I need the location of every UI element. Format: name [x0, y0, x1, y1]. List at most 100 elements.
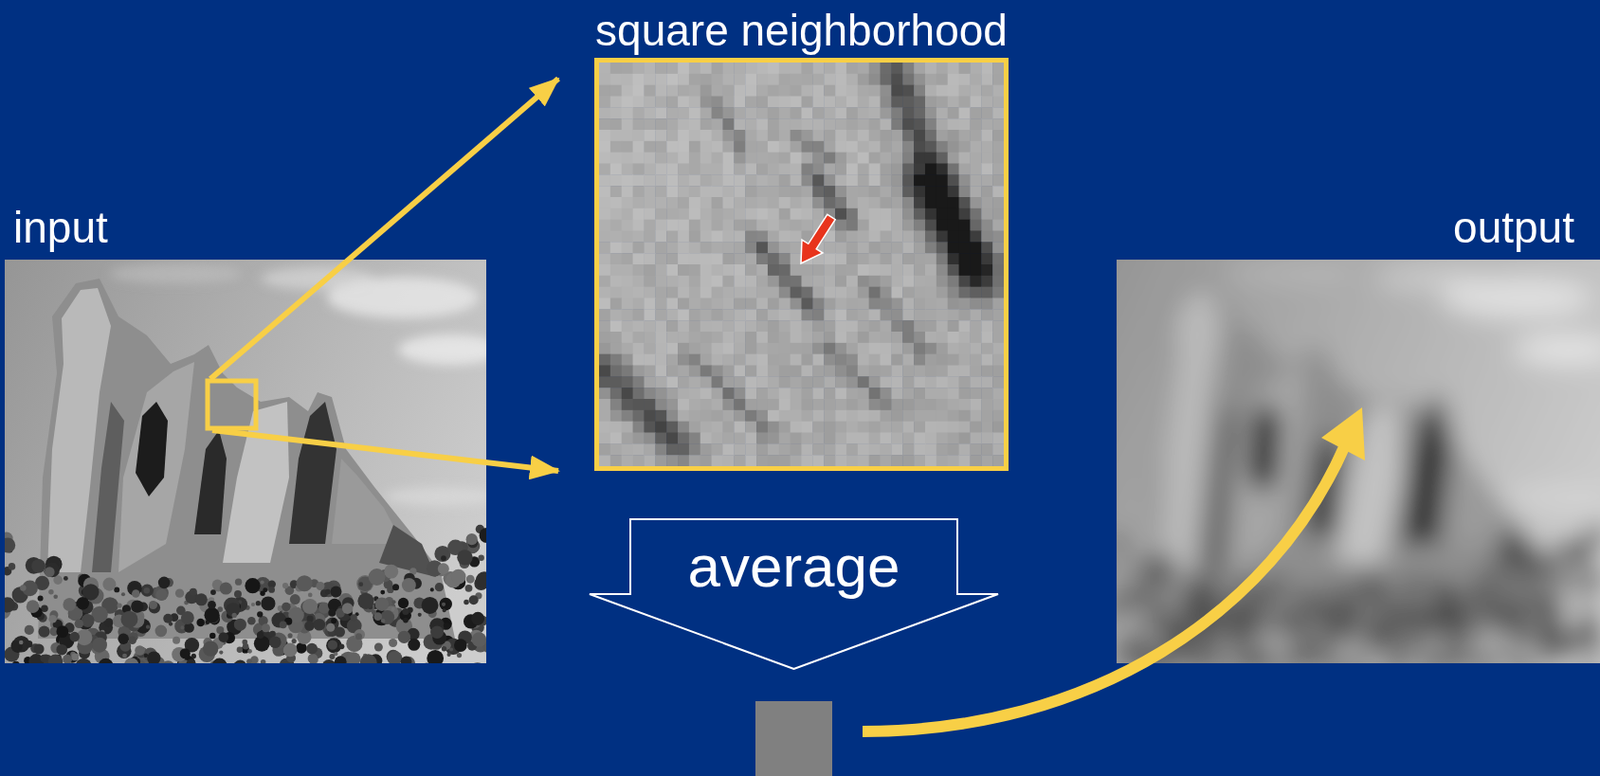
pixel: [846, 197, 858, 209]
pixel: [621, 62, 634, 74]
pixel: [925, 129, 937, 142]
pixel: [959, 376, 971, 388]
pixel: [846, 275, 858, 288]
pixel: [621, 287, 634, 299]
pixel: [857, 152, 870, 164]
pixel: [689, 231, 701, 243]
pixel: [745, 376, 757, 388]
pixel: [969, 208, 982, 220]
pixel: [925, 152, 937, 164]
pixel: [902, 343, 914, 355]
pixel: [677, 320, 690, 332]
pixel: [913, 197, 926, 209]
pixel: [959, 410, 971, 422]
pixel: [846, 365, 858, 378]
pixel: [722, 219, 734, 232]
pixel: [779, 107, 791, 119]
pixel: [677, 241, 690, 254]
pixel: [677, 231, 690, 243]
pixel: [947, 253, 960, 265]
pixel: [959, 309, 971, 321]
pixel: [621, 231, 634, 243]
pixel: [902, 433, 914, 445]
pixel: [722, 208, 734, 220]
pixel: [857, 275, 870, 288]
pixel: [767, 163, 780, 176]
pixel: [959, 152, 971, 164]
pixel: [801, 443, 814, 455]
pixel: [959, 287, 971, 299]
pixel: [610, 320, 622, 332]
pixel: [654, 343, 667, 355]
pixel: [835, 208, 847, 220]
pixel: [959, 96, 971, 109]
pixel: [643, 264, 655, 276]
input-photo: [4, 259, 487, 664]
pixel: [790, 107, 802, 119]
pixel: [643, 298, 655, 310]
pixel: [913, 208, 926, 220]
pixel: [936, 219, 948, 232]
pixel: [633, 275, 645, 288]
pixel: [756, 174, 768, 186]
pixel: [700, 253, 712, 265]
pixel: [869, 443, 881, 455]
pixel: [857, 454, 870, 467]
pixel: [846, 376, 858, 388]
pixel: [733, 96, 746, 109]
pixel: [599, 287, 611, 299]
pixel: [857, 118, 870, 130]
pixel: [599, 129, 611, 142]
pixel: [947, 185, 960, 198]
pixel: [992, 185, 1004, 198]
pixel: [711, 96, 724, 109]
pixel: [846, 343, 858, 355]
pixel: [666, 73, 678, 86]
pixel: [779, 253, 791, 265]
curved-arrow-head: [1321, 407, 1365, 461]
pixel: [857, 264, 870, 276]
pixel: [835, 163, 847, 176]
pixel: [779, 309, 791, 321]
pixel: [677, 365, 690, 378]
pixel: [913, 376, 926, 388]
pixel: [633, 287, 645, 299]
pixel: [835, 118, 847, 130]
pixel: [633, 241, 645, 254]
pixel: [633, 421, 645, 434]
pixel: [846, 129, 858, 142]
pixel: [779, 399, 791, 411]
pixel: [936, 73, 948, 86]
pixel: [654, 129, 667, 142]
pixel: [835, 197, 847, 209]
pixel: [947, 141, 960, 153]
pixel: [925, 174, 937, 186]
pixel: [835, 264, 847, 276]
pixel: [835, 376, 847, 388]
pixel: [902, 421, 914, 434]
pixel: [981, 96, 993, 109]
pixel: [689, 376, 701, 388]
pixel: [779, 73, 791, 86]
pixel: [790, 309, 802, 321]
pixel: [846, 73, 858, 86]
pixel: [969, 107, 982, 119]
pixel: [722, 433, 734, 445]
pixel: [880, 231, 892, 243]
pixel: [959, 298, 971, 310]
pixel: [779, 343, 791, 355]
pixel: [981, 421, 993, 434]
pixel: [869, 264, 881, 276]
pixel: [722, 118, 734, 130]
pixel: [880, 387, 892, 400]
pixel: [722, 309, 734, 321]
pixel: [880, 287, 892, 299]
pixel: [700, 354, 712, 366]
pixel: [936, 443, 948, 455]
pixel: [677, 73, 690, 86]
pixel: [610, 62, 622, 74]
pixel: [947, 231, 960, 243]
pixel: [599, 298, 611, 310]
pixel: [835, 331, 847, 344]
pixel: [790, 287, 802, 299]
